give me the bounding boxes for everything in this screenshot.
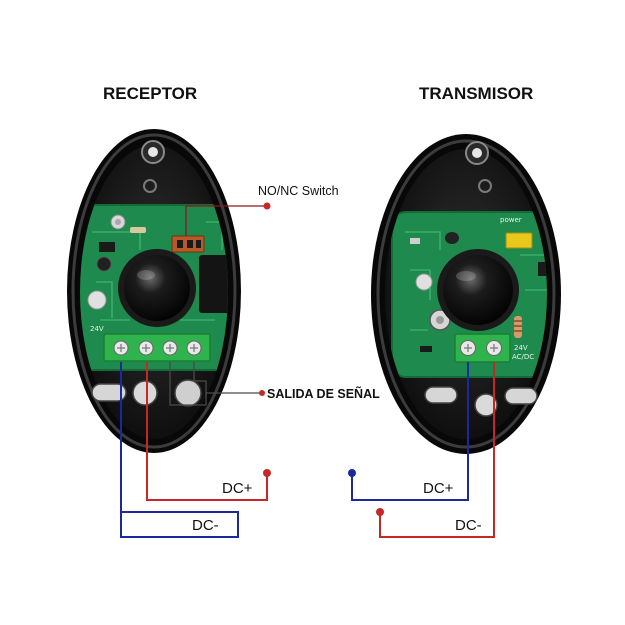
receptor-dip-switch-lever-1 [177, 240, 183, 248]
transmisor-bottom-slot-right [504, 387, 538, 405]
receptor-capacitor-top [115, 219, 121, 225]
receptor-negative-wire [120, 362, 239, 538]
receptor-top-mount-hole-center [148, 147, 158, 157]
receptor-bottom-hole-center [132, 380, 158, 406]
transmisor-negative-wire-red [379, 362, 495, 538]
transmisor-pcb: power 24V AC/DC [391, 211, 547, 378]
transmisor-terminal-screws [460, 340, 502, 356]
nonc-switch-label: NO/NC Switch [258, 184, 339, 198]
nonc-switch-callout: NO/NC Switch [185, 184, 339, 236]
receptor-bottom-hole-right [174, 379, 202, 407]
receptor-dip-switch-lever-3 [196, 240, 201, 248]
transmisor-pcb-traces [405, 231, 547, 331]
transmisor-title: TRANSMISOR [419, 84, 533, 103]
transmisor-smd-1 [410, 238, 420, 244]
transmisor-dc-minus-label: DC- [455, 517, 482, 534]
receptor-dc-minus-label: DC- [192, 517, 219, 534]
receptor-pcb-voltage: 24V [90, 325, 104, 333]
receptor-terminal-block [103, 333, 211, 362]
signal-output-leader [169, 362, 259, 406]
receptor-dc-plus-label: DC+ [222, 480, 253, 497]
receptor-dip-switch-lever-2 [187, 240, 193, 248]
transmisor-positive-wire-blue [351, 362, 469, 501]
receptor-lens [124, 255, 190, 321]
transmisor-pcb-supply: AC/DC [512, 353, 534, 361]
receptor-bottom-slot [91, 383, 127, 402]
signal-output-dot [259, 390, 265, 396]
transmisor-housing-rim [376, 139, 556, 449]
receptor-small-ring [143, 179, 157, 193]
transmisor-screw-slots [464, 344, 498, 352]
transmisor-unit: power 24V AC/DC [371, 134, 561, 454]
transmisor-red-terminal-dot [376, 508, 384, 516]
receptor-pcb: 24V [80, 204, 228, 371]
receptor-terminal-screws [113, 340, 202, 356]
transmisor-capacitor-large-top [436, 316, 444, 324]
receptor-capacitor-dark [96, 256, 112, 272]
transmisor-blue-terminal-dot [348, 469, 356, 477]
receptor-capacitor-large [87, 290, 107, 310]
receptor-screw-slots [117, 344, 198, 352]
transmisor-lens [443, 255, 513, 325]
transmisor-diode [420, 346, 432, 352]
receptor-wiring: DC+ DC- [120, 362, 271, 538]
transmisor-transistor [445, 232, 459, 244]
signal-output-label: SALIDA DE SEÑAL [267, 386, 380, 401]
receptor-positive-terminal-dot [263, 469, 271, 477]
receptor-relay [199, 255, 228, 313]
transmisor-wiring: DC+ DC- [348, 362, 495, 538]
signal-output-callout: SALIDA DE SEÑAL [169, 362, 380, 406]
transmisor-top-mount-hole-center [472, 148, 482, 158]
transmisor-yellow-component [505, 232, 533, 249]
transmisor-capacitor [415, 273, 433, 291]
transmisor-bottom-slot-left [424, 386, 458, 404]
receptor-resistor [130, 227, 146, 233]
nonc-switch-leader [185, 205, 264, 236]
receptor-lens-highlight [137, 270, 155, 280]
transmisor-small-ring [478, 179, 492, 193]
transmisor-lens-highlight [456, 271, 476, 281]
transmisor-smd-2 [538, 262, 547, 276]
receptor-unit: 24V [67, 129, 241, 453]
transmisor-pcb-power: power [500, 216, 522, 224]
receptor-positive-wire [146, 362, 268, 501]
transmisor-pcb-voltage: 24V [514, 344, 528, 352]
transmisor-bottom-hole-center [474, 393, 498, 417]
receptor-ic [99, 242, 115, 252]
receptor-housing-rim [71, 133, 237, 449]
nonc-switch-dot [263, 202, 271, 210]
transmisor-resistor-bands [514, 320, 522, 332]
transmisor-resistor [514, 316, 522, 338]
receptor-title: RECEPTOR [103, 84, 197, 103]
transmisor-dc-plus-label: DC+ [423, 480, 454, 497]
